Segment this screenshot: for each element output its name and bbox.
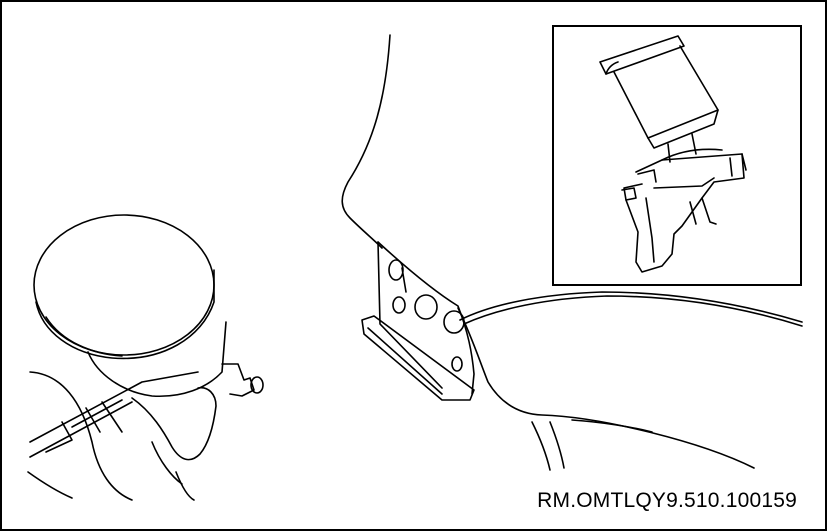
mounting-bracket [361, 241, 475, 401]
reference-code: RM.OMTLQY9.510.100159 [537, 489, 797, 512]
hand-with-spray-gun [27, 214, 264, 501]
inset-frame [552, 25, 802, 286]
vehicle-body-panel [341, 34, 803, 471]
spray-gun-icon [599, 35, 747, 273]
